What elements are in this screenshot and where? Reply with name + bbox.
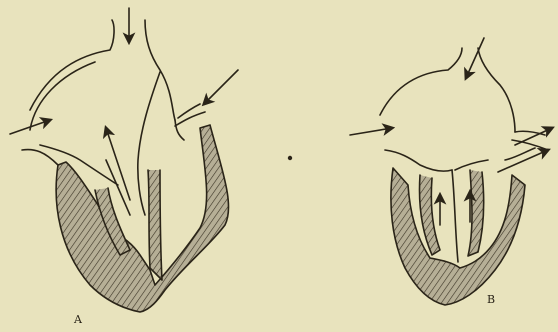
heart-panel-b bbox=[350, 38, 552, 305]
septum-b bbox=[452, 170, 458, 262]
ink-dot bbox=[288, 156, 292, 160]
atrium-outline-b bbox=[380, 48, 515, 171]
papillary-muscle-b-left bbox=[420, 175, 441, 255]
valve-a-left bbox=[22, 150, 58, 165]
ventricle-wall-a bbox=[56, 125, 228, 312]
papillary-muscle-a-right bbox=[148, 170, 162, 280]
ventricle-wall-b bbox=[391, 168, 525, 305]
panel-b-label: B bbox=[487, 293, 495, 306]
panel-a-label: A bbox=[74, 313, 82, 326]
arrow-a-right bbox=[204, 70, 238, 104]
arrow-a-left bbox=[10, 120, 50, 134]
vessel-right-b bbox=[505, 131, 548, 160]
arrow-b-left bbox=[350, 128, 392, 135]
heart-panel-a bbox=[10, 8, 238, 312]
